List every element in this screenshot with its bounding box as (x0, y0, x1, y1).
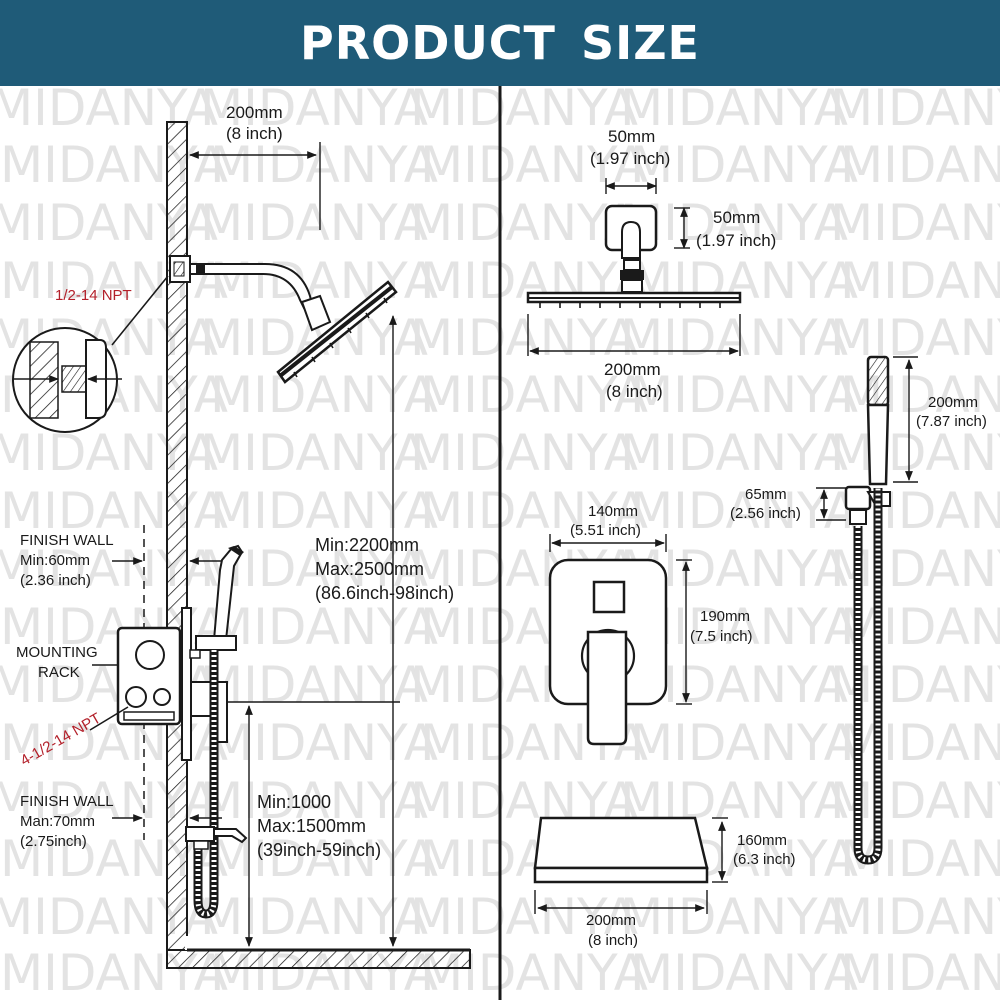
watermark-text: MIDANYA (840, 252, 1000, 310)
holder-height-inch: (2.56 inch) (730, 505, 801, 522)
head-height-max: Max:2500mm (315, 559, 424, 579)
watermark-text: MIDANYA (420, 366, 648, 424)
trim-width-mm: 140mm (588, 503, 638, 520)
watermark-text: MIDANYA (410, 194, 638, 252)
inlet-detail-callout (12, 327, 122, 433)
mounting-rack-valve (116, 626, 182, 726)
watermark-text: MIDANYA (620, 309, 848, 367)
watermark-text: MIDANYA (830, 309, 1000, 367)
watermark-text: MIDANYA (840, 944, 1000, 1000)
watermark-text: MIDANYA (620, 79, 848, 137)
finish-wall-max-title: FINISH WALL (20, 793, 114, 810)
handheld-length-mm: 200mm (928, 394, 978, 411)
wall (166, 121, 188, 951)
arm-length-mm: 200mm (226, 103, 283, 122)
valve-height-min: Min:1000 (257, 792, 331, 812)
head-width-mm: 200mm (604, 360, 661, 379)
handheld-shower-side (189, 544, 244, 659)
watermark-text: MIDANYA (200, 79, 428, 137)
handheld-shower-front (866, 355, 890, 486)
box-width-inch: (8 inch) (588, 932, 638, 949)
rain-shower-head (276, 280, 398, 384)
flange-height-mm: 50mm (713, 208, 760, 227)
head-height-min: Min:2200mm (315, 535, 419, 555)
watermark-text: MIDANYA (620, 888, 848, 946)
flange-width-mm: 50mm (608, 127, 655, 146)
watermark-text: MIDANYA (630, 482, 858, 540)
handheld-length-inch: (7.87 inch) (916, 413, 987, 430)
page-title: PRODUCT SIZE (300, 16, 700, 70)
box-height-inch: (6.3 inch) (733, 851, 796, 868)
watermark-text: MIDANYA (630, 366, 858, 424)
watermark-text: MIDANYA (0, 136, 228, 194)
trim-width-inch: (5.51 inch) (570, 522, 641, 539)
mounting-rack-line2: RACK (38, 664, 80, 681)
holder-height-mm: 65mm (745, 486, 787, 503)
wall-flange-front (604, 204, 658, 293)
finish-wall-max-inch: (2.75inch) (20, 833, 87, 850)
inlet-thread-label: 1/2-14 NPT (55, 287, 132, 304)
watermark-text: MIDANYA (410, 309, 638, 367)
finish-wall-min-mm: Min:60mm (20, 552, 90, 569)
header-bar: PRODUCT SIZE (0, 0, 1000, 86)
watermark-text: MIDANYA (210, 252, 438, 310)
flange-height-inch: (1.97 inch) (696, 231, 776, 250)
rain-shower-head-side (526, 291, 742, 308)
watermark-text: MIDANYA (210, 482, 438, 540)
watermark-text: MIDANYA (630, 136, 858, 194)
watermark-text: MIDANYA (0, 482, 228, 540)
mounting-rack-line1: MOUNTING (16, 644, 98, 661)
watermark-text: MIDANYA (630, 714, 858, 772)
watermark-text: MIDANYA (210, 598, 438, 656)
watermark-text: MIDANYA (630, 944, 858, 1000)
finish-wall-min-title: FINISH WALL (20, 532, 114, 549)
head-height-inch: (86.6inch-98inch) (315, 583, 454, 603)
finish-wall-max-mm: Man:70mm (20, 813, 95, 830)
trim-height-inch: (7.5 inch) (690, 628, 753, 645)
watermark-text: MIDANYA (620, 424, 848, 482)
watermark-text: MIDANYA (410, 79, 638, 137)
watermark-text: MIDANYA (830, 888, 1000, 946)
watermark-text: MIDANYA (620, 194, 848, 252)
watermark-text: MIDANYA (840, 714, 1000, 772)
watermark-text: MIDANYA (410, 424, 638, 482)
floor (166, 949, 471, 969)
watermark-text: MIDANYA (200, 656, 428, 714)
watermark-text: MIDANYA (630, 598, 858, 656)
arm-length-inch: (8 inch) (226, 124, 283, 143)
watermark-text: MIDANYA (200, 424, 428, 482)
wall-elbow-holder (185, 826, 248, 850)
watermark-text: MIDANYA (420, 482, 648, 540)
watermark-text: MIDANYA (840, 366, 1000, 424)
valve-height-max: Max:1500mm (257, 816, 366, 836)
valve-height-inch: (39inch-59inch) (257, 840, 381, 860)
watermark-text: MIDANYA (210, 366, 438, 424)
box-width-mm: 200mm (586, 912, 636, 929)
watermark-text: MIDANYA (210, 136, 438, 194)
flange-width-inch: (1.97 inch) (590, 149, 670, 168)
right-dimension-views: 50mm (1.97 inch) 50mm (1.97 inch) (526, 127, 987, 949)
finish-wall-min-inch: (2.36 inch) (20, 572, 91, 589)
trim-height-mm: 190mm (700, 608, 750, 625)
watermark-text: MIDANYA (830, 424, 1000, 482)
watermark-text: MIDANYA (830, 79, 1000, 137)
watermark-text: MIDANYA (840, 136, 1000, 194)
watermark-text: MIDANYA (200, 194, 428, 252)
head-width-inch: (8 inch) (606, 382, 663, 401)
watermark-text: MIDANYA (840, 598, 1000, 656)
watermark-text: MIDANYA (210, 714, 438, 772)
valve-trim-front (548, 558, 668, 746)
rough-in-box (533, 816, 709, 884)
watermark-text: MIDANYA (830, 194, 1000, 252)
box-height-mm: 160mm (737, 832, 787, 849)
